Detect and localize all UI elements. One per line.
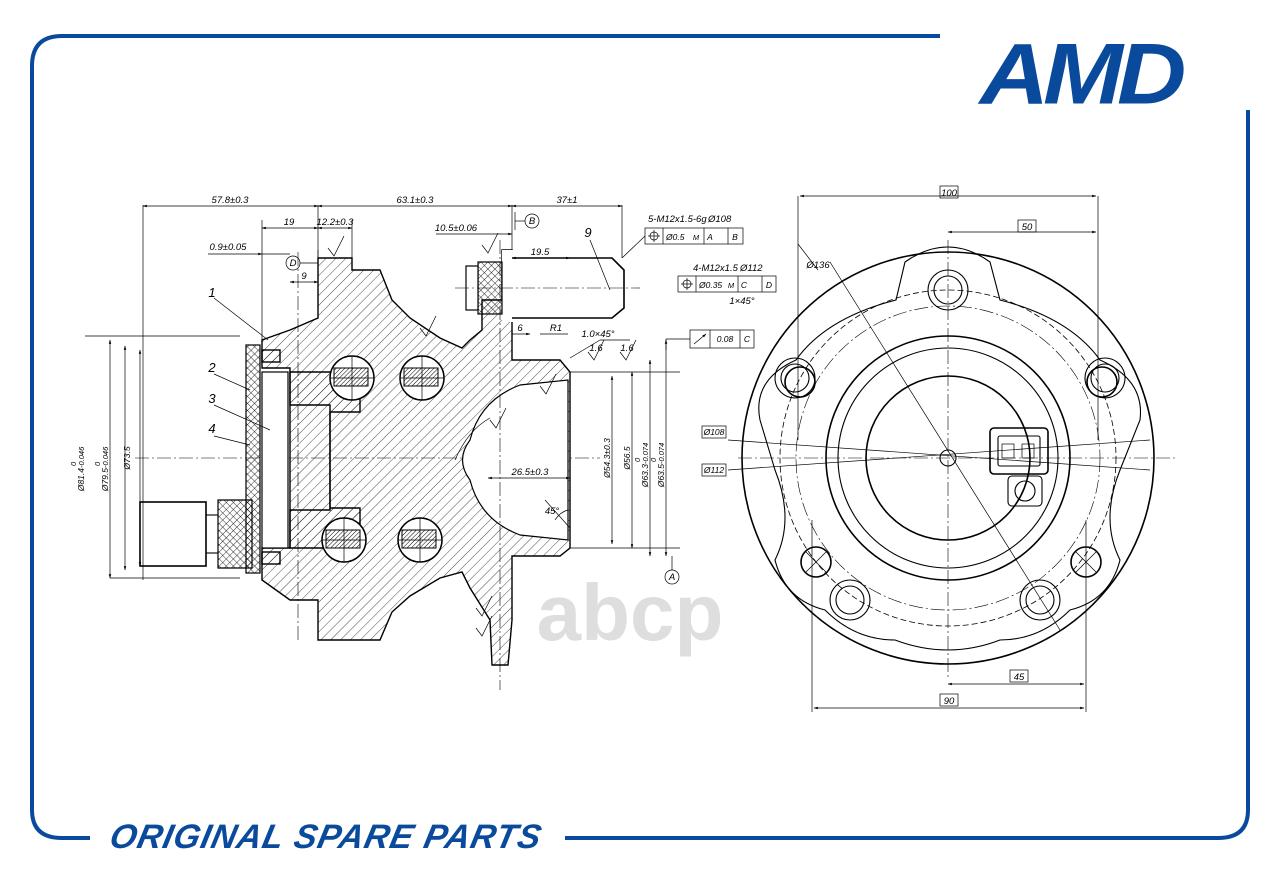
dim-d81-4-zero: 0 [69, 461, 78, 466]
callout-9: 9 [584, 225, 591, 240]
datum-a: A [668, 572, 675, 583]
dim-100: 100 [941, 188, 958, 199]
dim-d81-4: Ø81.4 [76, 468, 86, 492]
dim-63-1: 63.1±0.3 [397, 195, 435, 206]
finish-1-6-b: 1.6 [620, 343, 634, 354]
dim-d136: Ø136 [805, 260, 830, 271]
dim-45: 45 [1014, 672, 1025, 683]
dim-90: 90 [944, 696, 955, 707]
thread2-datum-d: D [766, 280, 772, 290]
dim-d79-5: Ø79.5 [100, 468, 110, 492]
runout-datum: C [744, 334, 751, 344]
dim-26-5: 26.5±0.3 [511, 467, 550, 478]
dim-19-5: 19.5 [531, 247, 550, 258]
watermark: abcp [537, 568, 724, 657]
tagline: ORIGINAL SPARE PARTS [107, 818, 546, 856]
frame-border [30, 34, 1250, 840]
thread2-datum-c: C [741, 280, 748, 290]
thread2-chamfer: 1×45° [729, 296, 754, 307]
front-view: 100 50 45 90 Ø136 Ø108 Ø112 [701, 185, 1178, 712]
dim-d63-5-zero: 0 [649, 457, 658, 462]
dim-12-2: 12.2±0.3 [317, 217, 355, 228]
dim-chamfer: 1.0×45° [581, 329, 614, 340]
dim-d79-5-tol: -0.046 [101, 446, 110, 468]
dim-10-5: 10.5±0.06 [435, 223, 478, 234]
thread2-mod: M [728, 281, 735, 290]
dim-d63-3-tol: -0.074 [641, 443, 650, 464]
thread2-spec: 4-M12x1.5 [693, 263, 739, 274]
dim-d73-5: Ø73.5 [122, 446, 132, 470]
dim-d79-5-zero: 0 [93, 461, 102, 466]
dim-d56-5: Ø56.5 [622, 446, 632, 470]
thread1-mod: M [693, 233, 700, 242]
callout-4: 4 [208, 421, 215, 436]
dim-6: 6 [517, 323, 523, 334]
dim-9: 9 [301, 271, 307, 282]
datum-b: B [529, 216, 536, 227]
dim-37: 37±1 [556, 195, 577, 206]
thread1-datum-b: B [732, 232, 738, 242]
dim-d112: Ø112 [703, 465, 724, 475]
thread2-dia: Ø112 [739, 263, 763, 274]
thread1-datum-a: A [706, 232, 713, 242]
thread1-dia: Ø108 [707, 214, 732, 225]
datum-d: D [290, 258, 297, 269]
dim-d63-5: Ø63.5 [656, 464, 666, 488]
logo-text: AMD [978, 26, 1185, 122]
amd-logo: AMD [978, 26, 1191, 122]
dim-d108: Ø108 [703, 427, 725, 437]
dim-45deg: 45° [545, 506, 560, 517]
runout-value: 0.08 [717, 334, 734, 344]
thread1-tol: Ø0.5 [665, 232, 685, 242]
dim-19: 19 [284, 217, 295, 228]
dim-57-8: 57.8±0.3 [212, 195, 250, 206]
callout-3: 3 [208, 391, 216, 406]
dim-d81-4-tol: -0.046 [77, 446, 86, 468]
finish-1-6-a: 1.6 [589, 343, 603, 354]
dim-d63-5-tol: -0.074 [657, 443, 666, 464]
dim-r1: R1 [550, 323, 562, 334]
callout-1: 1 [208, 285, 215, 300]
dim-0-9: 0.9±0.05 [210, 242, 248, 253]
side-section-view: 57.8±0.3 63.1±0.3 37±1 19 12.2±0.3 0.9±0… [69, 195, 777, 690]
thread1-spec: 5-M12x1.5-6g [648, 214, 707, 225]
thread2-tol: Ø0.35 [698, 280, 722, 290]
callout-2: 2 [207, 360, 216, 375]
dim-d63-3: Ø63.3 [640, 464, 650, 488]
dim-d63-3-zero: 0 [633, 457, 642, 462]
dim-d54-3: Ø54.3±0.3 [602, 438, 612, 479]
dim-50: 50 [1022, 222, 1033, 233]
